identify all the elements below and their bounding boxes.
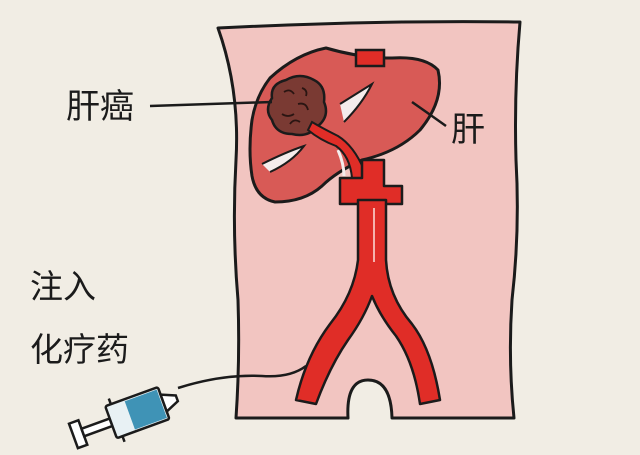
syringe-icon: [67, 386, 180, 450]
catheter: [177, 364, 307, 390]
tumor: [266, 74, 328, 137]
label-inject: 注入: [30, 267, 96, 306]
pointer-line-liver: [411, 100, 447, 128]
liver-crease: [336, 149, 346, 177]
label-liver: 肝: [451, 110, 485, 150]
pointer-line-cancer: [149, 100, 273, 108]
aorta: [294, 198, 442, 406]
liver-crease: [261, 144, 307, 173]
label-liver-cancer: 肝癌: [66, 87, 134, 127]
label-chemo-drug: 化疗药: [30, 330, 129, 369]
aorta-top: [354, 48, 386, 68]
liver-crease: [339, 81, 375, 123]
